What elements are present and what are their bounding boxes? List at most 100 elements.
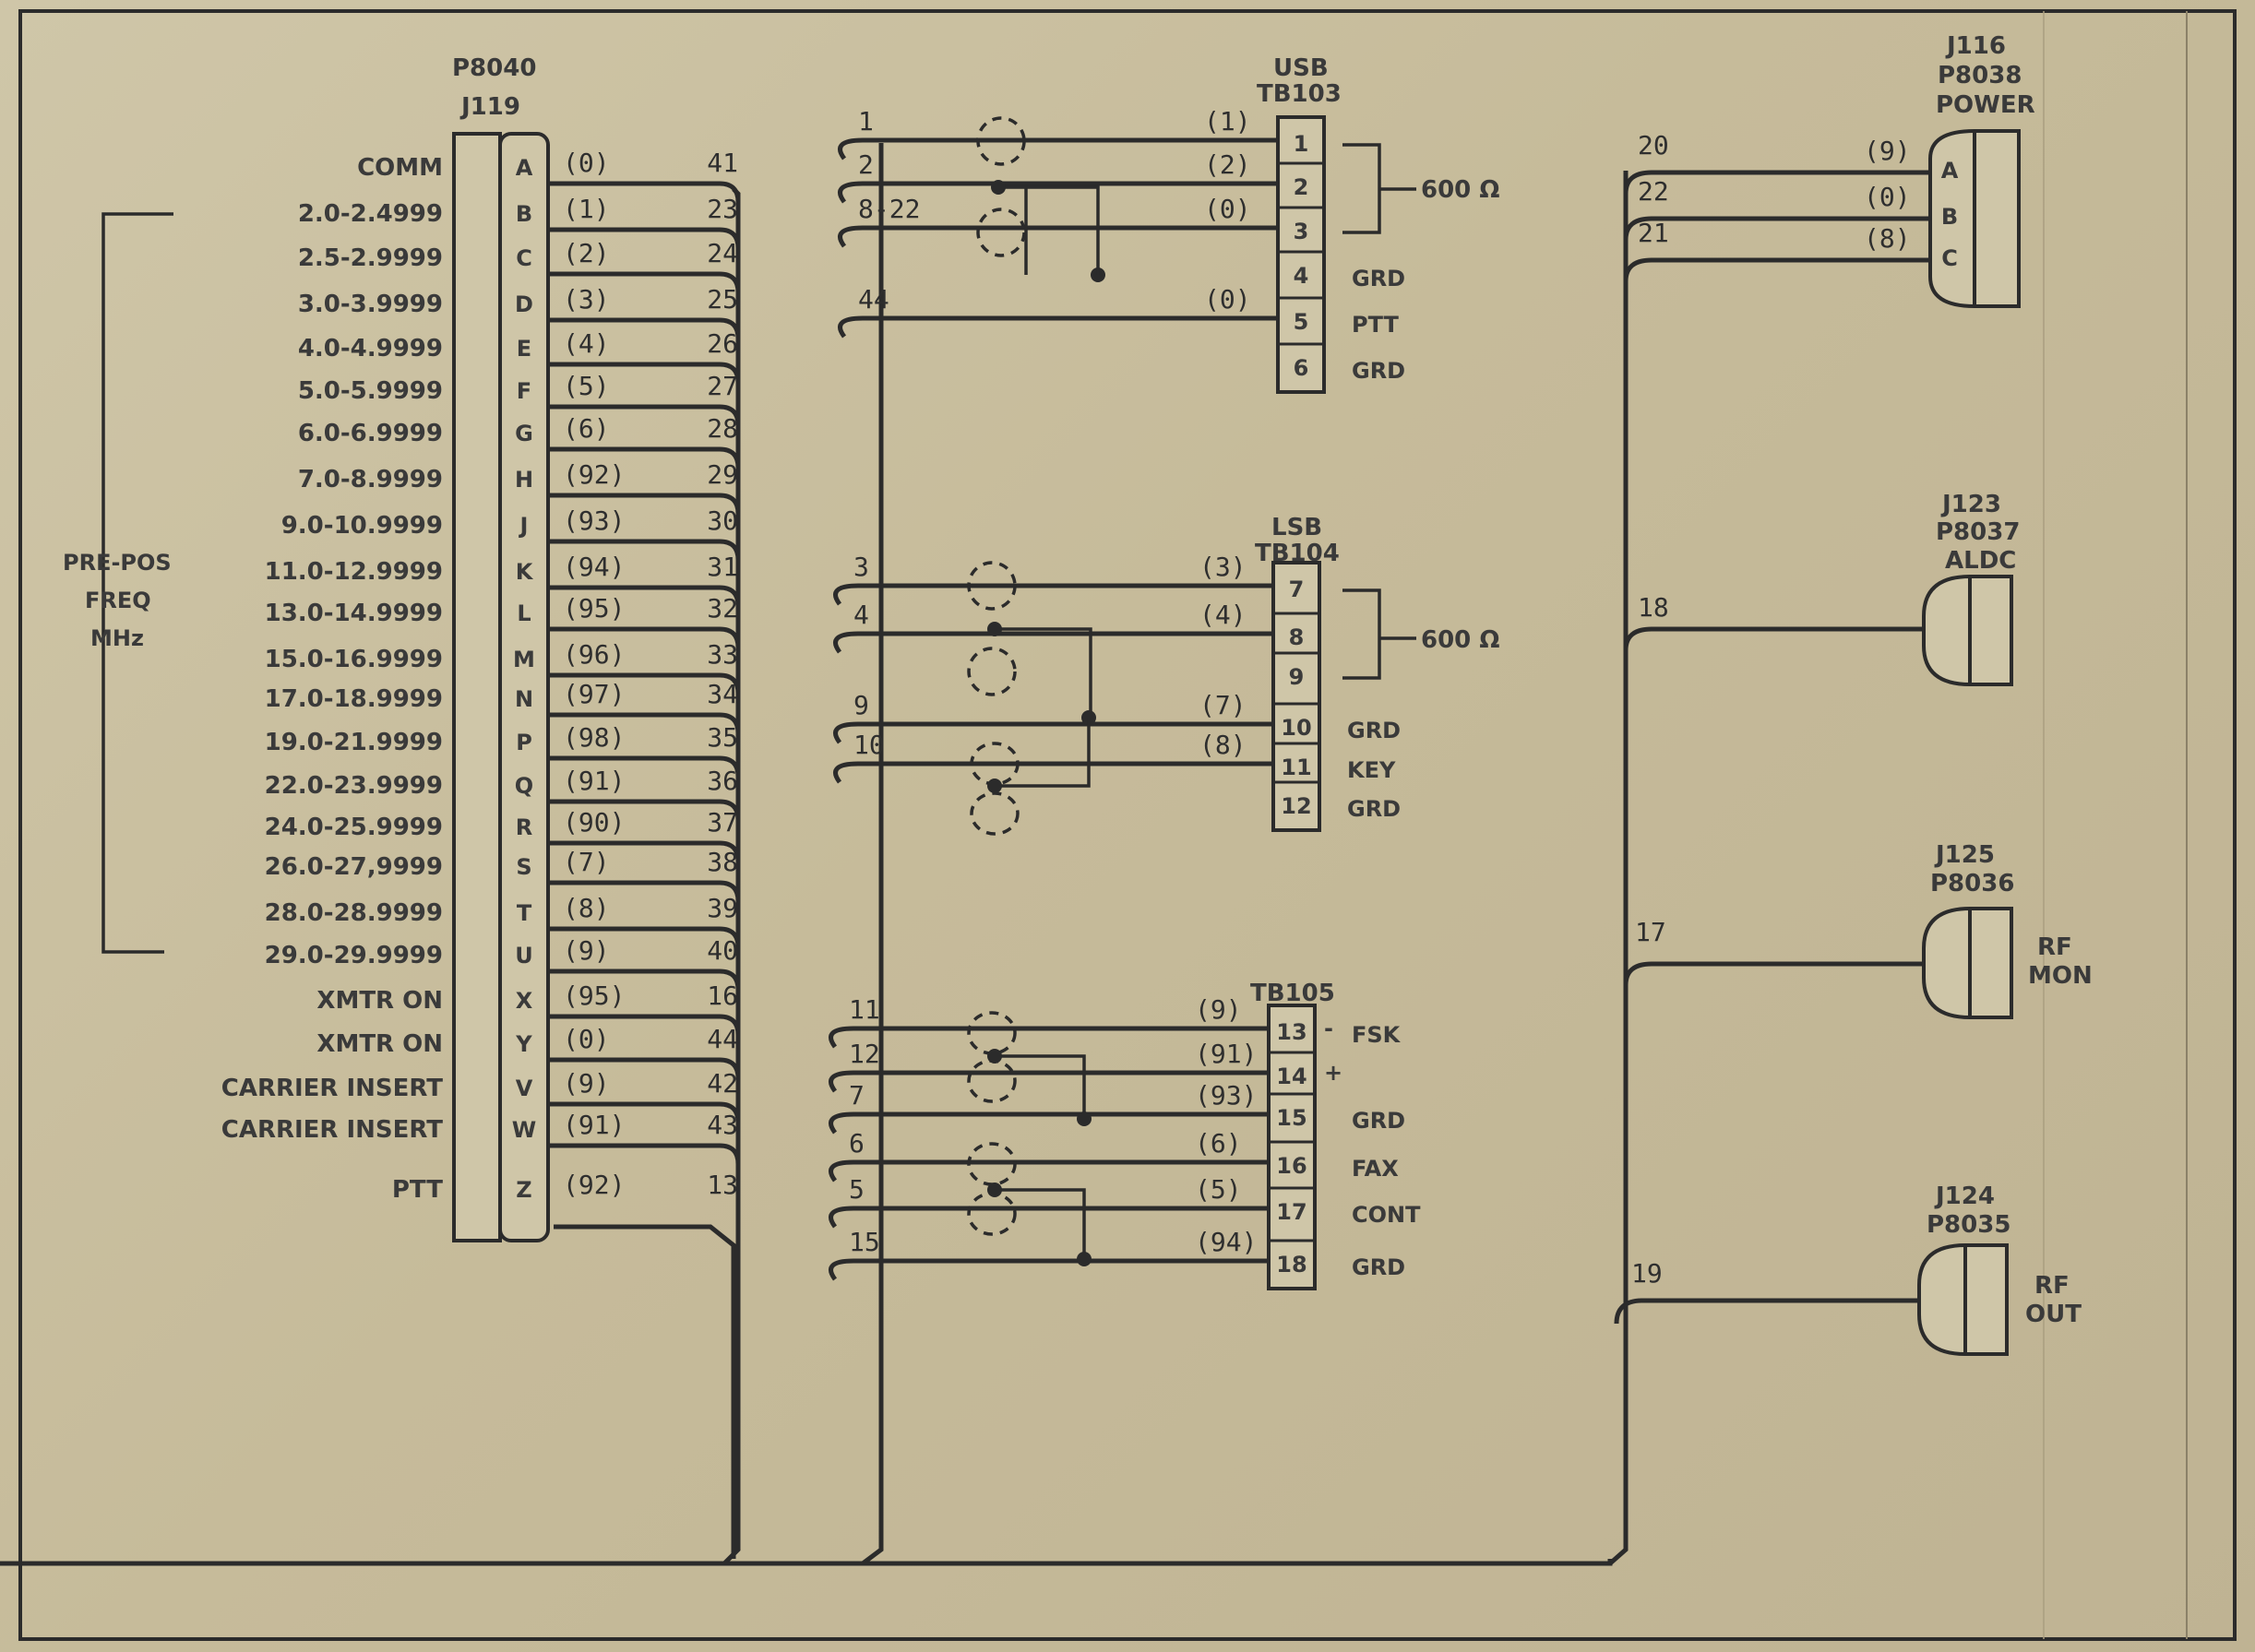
- tb103-terminal-number: 6: [1294, 355, 1309, 381]
- tb105-source-terminal: 5: [849, 1174, 865, 1205]
- j119-terminal: 40: [707, 935, 738, 966]
- tb105-polarity: -: [1324, 1016, 1333, 1041]
- j124-fn2: OUT: [2025, 1301, 2082, 1328]
- j119-pin-letter: Q: [515, 773, 533, 799]
- tb105-terminal-number: 14: [1276, 1064, 1306, 1089]
- j119-connector-label: P8040: [452, 54, 536, 82]
- j119-terminal: 39: [707, 893, 738, 923]
- prepos-line2: FREQ: [85, 588, 151, 613]
- j123-src: 18: [1638, 592, 1669, 623]
- j119-pin-letter: G: [515, 421, 533, 446]
- drawing-border: [18, 9, 2237, 1641]
- tb105-source-terminal: 7: [849, 1080, 865, 1111]
- j119-wire-number: (92): [563, 1170, 625, 1200]
- j119-wire-number: (91): [563, 1110, 625, 1140]
- j119-pin-function: XMTR ON: [316, 987, 443, 1015]
- tb104-source-terminal: 9: [853, 690, 869, 720]
- tb105-wire-number: (94): [1195, 1227, 1257, 1257]
- tb104-terminal-number: 8: [1289, 624, 1305, 650]
- tb105-source-terminal: 6: [849, 1128, 865, 1159]
- j116-source-terminal: 20: [1638, 130, 1669, 160]
- tb103-title2: TB103: [1257, 80, 1342, 108]
- j119-pin-function: COMM: [357, 154, 443, 182]
- j124-label2: P8035: [1927, 1211, 2010, 1239]
- j119-pin-letter: H: [515, 467, 533, 493]
- tb104-title1: LSB: [1271, 514, 1322, 541]
- j116-pin-letter: C: [1941, 245, 1958, 271]
- j119-terminal: 32: [707, 593, 738, 624]
- j125-label1: J125: [1934, 841, 1995, 869]
- tb104-source-terminal: 3: [853, 552, 869, 582]
- j119-pin-letter: W: [512, 1117, 536, 1143]
- tb104-terminal-number: 12: [1281, 793, 1311, 819]
- j119-pin-letter: T: [517, 900, 532, 926]
- tb104-source-terminal: 4: [853, 600, 869, 630]
- j119-wire-number: (2): [563, 238, 610, 268]
- j116-wire: [1623, 257, 1930, 282]
- tb103-terminal-function: GRD: [1352, 358, 1405, 384]
- tb104-terminal-function: GRD: [1347, 718, 1401, 743]
- tb103-terminal-number: 3: [1294, 219, 1309, 244]
- tb104-impedance: 600 Ω: [1421, 626, 1499, 654]
- j119-pin-letter: P: [516, 730, 532, 755]
- j119-wire-number: (5): [563, 371, 610, 401]
- tb105-wire: [829, 1026, 1269, 1049]
- j119-wire-number: (96): [563, 639, 625, 670]
- j119-pin-letter: Z: [516, 1177, 531, 1203]
- j119-terminal: 23: [707, 194, 738, 224]
- tb105-source-terminal: 12: [849, 1039, 880, 1069]
- j119-pin-function: 4.0-4.9999: [298, 335, 443, 362]
- j119-pin-function: CARRIER INSERT: [221, 1116, 444, 1144]
- tb105-title: TB105: [1250, 980, 1335, 1007]
- tb104-source-terminal: 10: [853, 730, 885, 760]
- tb103-terminal-number: 2: [1294, 174, 1309, 200]
- j119-terminal: 43: [707, 1110, 738, 1140]
- j119-pin-letter: M: [513, 647, 535, 672]
- j116-wire-number: (0): [1864, 182, 1911, 212]
- j125-fn2: MON: [2028, 962, 2093, 990]
- j123-label2: P8037: [1936, 518, 2020, 546]
- j119-terminal: 16: [707, 981, 738, 1011]
- j119-wire-number: (90): [563, 807, 625, 838]
- tb105-terminal-number: 15: [1276, 1105, 1306, 1131]
- tb105-wire-number: (6): [1195, 1128, 1242, 1159]
- tb103-wire: [838, 137, 1278, 160]
- j119-jack-label: J119: [459, 93, 520, 121]
- right-cable-trunk: [1608, 171, 1629, 1565]
- tb105-wire: [829, 1070, 1269, 1093]
- tb104-frame: [1271, 561, 1321, 832]
- j119-terminal: 28: [707, 413, 738, 444]
- j119-terminal: 34: [707, 679, 738, 709]
- j119-pin-letter: X: [516, 988, 533, 1014]
- tb105-terminal-function: CONT: [1352, 1202, 1421, 1228]
- j119-terminal: 13: [707, 1170, 738, 1200]
- tb104-wire: [833, 761, 1273, 784]
- j119-wire-number: (92): [563, 459, 625, 490]
- tb105-frame: [1267, 1004, 1317, 1290]
- j119-terminal: 27: [707, 371, 738, 401]
- j119-pin-function: 6.0-6.9999: [298, 420, 443, 447]
- j123-connector: [1922, 575, 2013, 686]
- tb104-terminal-function: GRD: [1347, 796, 1401, 822]
- j119-wire-number: (7): [563, 847, 610, 877]
- j119-pin-function: CARRIER INSERT: [221, 1075, 444, 1102]
- j124-fn1: RF: [2034, 1272, 2070, 1300]
- j116-pin-letter: B: [1941, 204, 1958, 230]
- tb104-wire-number: (7): [1199, 690, 1247, 720]
- tb105-polarity: +: [1324, 1060, 1342, 1086]
- tb103-impedance-bracket: [1342, 143, 1416, 234]
- tb105-terminal-function: GRD: [1352, 1254, 1405, 1280]
- j119-wire-number: (91): [563, 766, 625, 796]
- tb103-terminal-function: GRD: [1352, 266, 1405, 291]
- j119-terminal: 30: [707, 505, 738, 536]
- j123-label1: J123: [1940, 491, 2001, 518]
- tb104-wire: [833, 721, 1273, 744]
- j119-pin-function: 13.0-14.9999: [265, 600, 443, 627]
- j119-wire-number: (98): [563, 722, 625, 753]
- tb105-wire-number: (5): [1195, 1174, 1242, 1205]
- tb105-terminal-function: FAX: [1352, 1156, 1399, 1182]
- j119-wire-number: (3): [563, 284, 610, 315]
- j119-pin-function: 9.0-10.9999: [281, 512, 443, 540]
